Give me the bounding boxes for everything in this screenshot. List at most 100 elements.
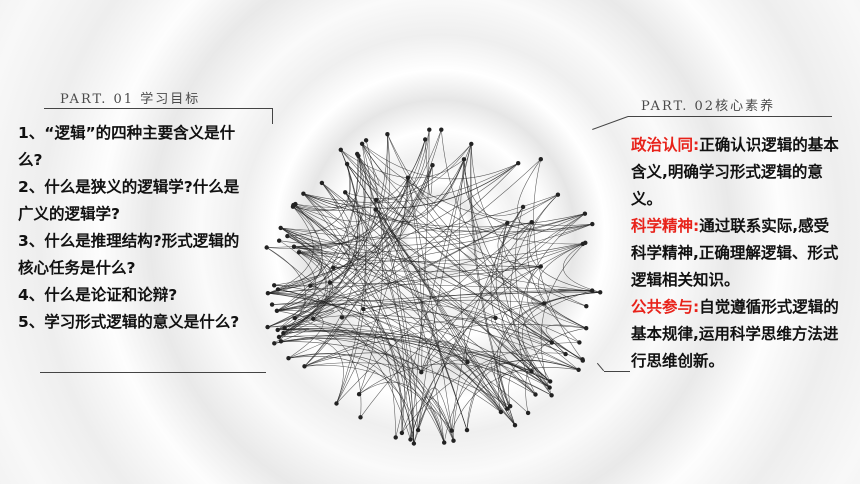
network-line [345,192,583,360]
network-line [278,177,409,338]
network-line [407,159,465,207]
network-line [272,300,496,319]
network-line [401,342,580,434]
network-node [442,440,447,445]
network-node [274,308,280,313]
network-line [376,159,465,217]
network-line [496,206,532,372]
network-line [303,162,519,209]
network-line [401,396,454,441]
network-line [274,338,502,413]
network-line [490,360,536,407]
network-line [417,387,452,431]
network-line [358,381,445,443]
network-line [292,206,536,395]
literacy-text: 自觉遵循形式逻辑的基本规律,运用科学思维方法进行思维创新。 [631,298,839,370]
network-node [339,315,345,320]
network-line [310,134,389,286]
network-line [298,242,586,262]
network-line [375,209,508,233]
network-line [466,290,593,431]
network-line [341,316,550,388]
network-line [277,222,508,331]
network-node [265,291,271,296]
network-line [407,177,423,373]
network-line [267,292,516,426]
literacy-label: 公共参与: [631,298,700,316]
network-line [421,351,579,373]
network-node [311,316,316,321]
goal-item: 2、什么是狭义的逻辑学?什么是广义的逻辑学? [18,178,240,223]
network-line [363,299,545,310]
network-line [303,193,551,382]
network-node [356,392,362,397]
network-line [360,266,541,418]
network-line [424,139,433,196]
network-node [282,326,287,331]
network-line [274,338,454,441]
network-line [287,163,351,237]
network-line [358,140,383,395]
network-line [277,310,334,331]
network-line [525,327,587,413]
network-line [501,223,550,388]
network-node [541,301,547,306]
network-node [505,406,510,411]
network-line [266,247,411,440]
network-line [293,204,351,286]
network-line [279,159,465,245]
network-line [421,303,545,373]
network-line [288,353,454,441]
network-line [278,328,309,342]
network-line [395,143,472,438]
network-line [441,129,545,304]
network-line [277,329,552,396]
network-line [358,155,579,371]
network-line [293,204,415,444]
network-node [538,264,543,269]
network-line [280,227,331,320]
network-line [292,163,351,211]
network-line [277,139,426,290]
network-line [294,129,442,319]
network-line [509,194,559,396]
network-line [267,292,529,414]
network-line [467,354,550,388]
literacy-item: 政治认同:正确认识逻辑的基本含义,明确学习形式逻辑的意义。 [631,132,843,213]
network-node [533,392,538,397]
network-node [344,161,350,167]
network-line [387,134,545,304]
network-node [308,283,313,288]
network-line [410,243,583,440]
network-line [459,159,468,363]
network-node [449,428,454,433]
goal-item: 5、学习形式逻辑的意义是什么? [18,313,240,331]
network-line [267,206,322,294]
network-node [512,423,518,428]
network-line [375,143,472,222]
network-line [274,165,433,286]
network-line [303,162,519,209]
network-line [498,373,536,426]
network-line [287,222,508,247]
network-node [343,190,348,195]
network-line [277,240,316,331]
network-line [361,129,430,188]
network-line [295,139,426,211]
network-node [516,161,521,166]
network-node [286,356,291,361]
network-line [344,192,415,444]
network-node [408,437,413,442]
network-line [533,159,584,361]
network-line [410,129,430,440]
network-line [267,235,323,294]
network-line [276,203,323,312]
network-line [493,361,550,409]
network-node [465,359,470,365]
network-node [361,306,366,312]
network-line [496,292,601,409]
network-line [267,129,430,328]
network-line [280,335,550,388]
network-node [291,202,296,208]
network-line [363,308,403,433]
